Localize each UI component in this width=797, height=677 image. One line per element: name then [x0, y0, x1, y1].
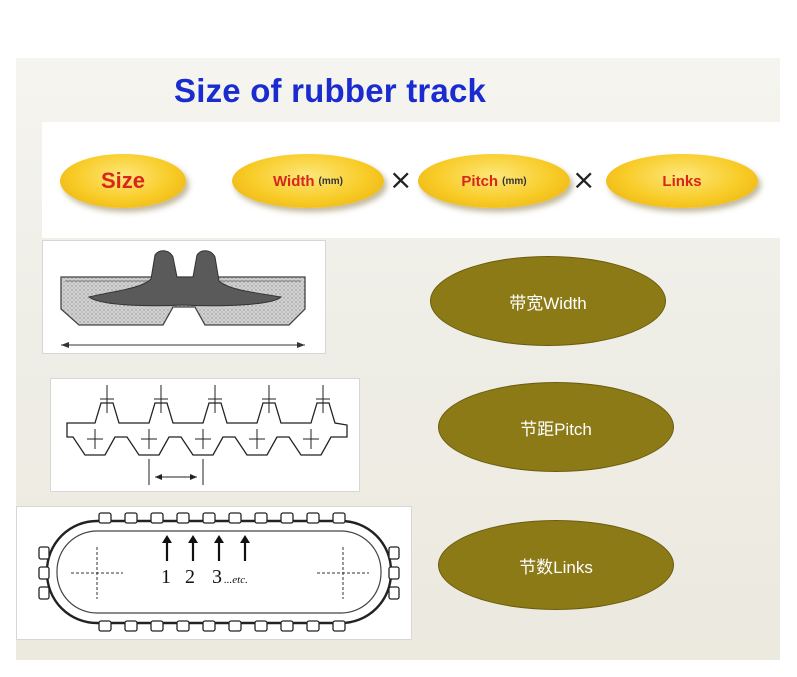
links-legend-oval: 节数Links — [438, 520, 674, 610]
page-title: Size of rubber track — [174, 72, 487, 109]
track-lugs — [38, 512, 400, 632]
size-oval: Size — [60, 154, 186, 208]
track-pitch-diagram — [50, 378, 360, 492]
top-strip — [16, 0, 780, 58]
links-legend-label: 节数Links — [519, 557, 593, 577]
link-arrows — [165, 541, 247, 561]
pitch-profile-drawing — [66, 385, 348, 485]
width-cross-section-drawing — [60, 250, 306, 348]
link-number-3: 3 — [212, 566, 222, 588]
track-width-diagram — [42, 240, 326, 354]
pitch-centerlines — [87, 385, 330, 485]
link-arrowheads — [162, 535, 250, 543]
pitch-arrow-left — [155, 474, 162, 480]
sprocket-centerlines — [71, 547, 369, 599]
width-oval: Width (mm) — [232, 154, 384, 208]
width-unit: (mm) — [318, 175, 343, 187]
links-loop-drawing: 1 2 3 ...etc. — [38, 512, 400, 632]
size-label: Size — [100, 168, 146, 193]
pitch-legend-label: 节距Pitch — [520, 419, 592, 439]
size-formula-band: Size Width (mm) × Pitch (mm) × Links — [42, 122, 780, 238]
pitch-arrow-right — [190, 474, 197, 480]
pitch-unit: (mm) — [502, 175, 527, 187]
width-legend-label: 带宽Width — [509, 293, 587, 313]
link-number-1: 1 — [161, 566, 171, 588]
links-label: Links — [662, 172, 702, 190]
slide-background: Size of rubber track Size Width (mm) × P… — [16, 0, 780, 660]
track-links-diagram: 1 2 3 ...etc. — [16, 506, 412, 640]
link-etc: ...etc. — [224, 574, 248, 586]
times-operator-1: × — [389, 163, 413, 196]
times-operator-2: × — [572, 163, 596, 196]
width-label: Width — [273, 172, 315, 190]
pitch-label: Pitch — [461, 172, 499, 190]
width-legend-oval: 带宽Width — [430, 256, 666, 346]
pitch-legend-oval: 节距Pitch — [438, 382, 674, 472]
link-number-2: 2 — [185, 566, 195, 588]
pitch-oval: Pitch (mm) — [418, 154, 570, 208]
links-oval: Links — [606, 154, 758, 208]
